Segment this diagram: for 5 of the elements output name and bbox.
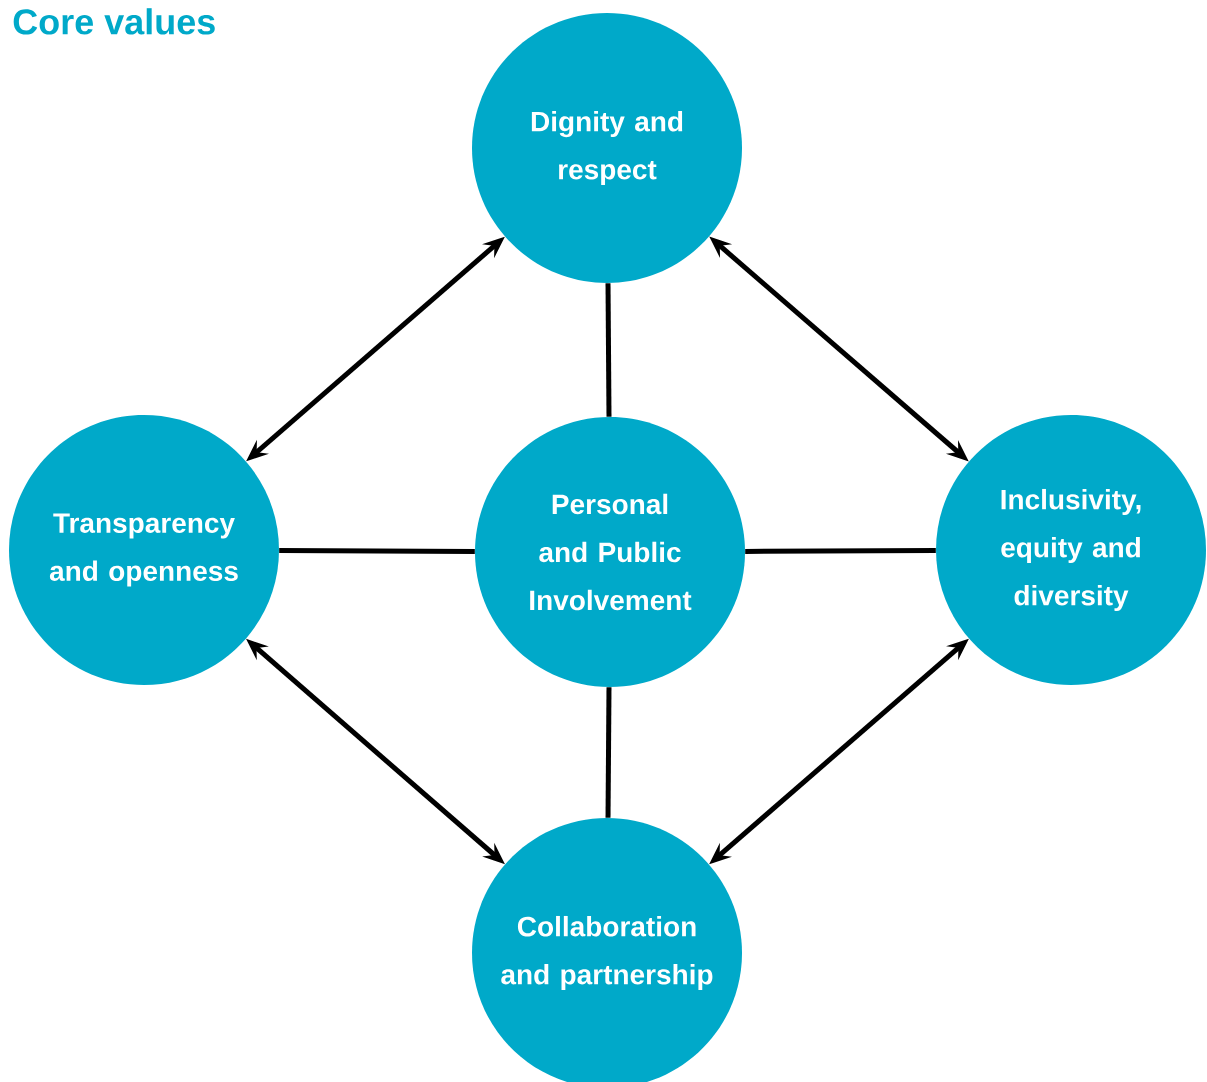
connector-line [605, 687, 612, 818]
connector-line [279, 548, 475, 554]
connector-line [605, 283, 612, 417]
connector-line [745, 548, 936, 554]
title: Core values [13, 8, 215, 35]
